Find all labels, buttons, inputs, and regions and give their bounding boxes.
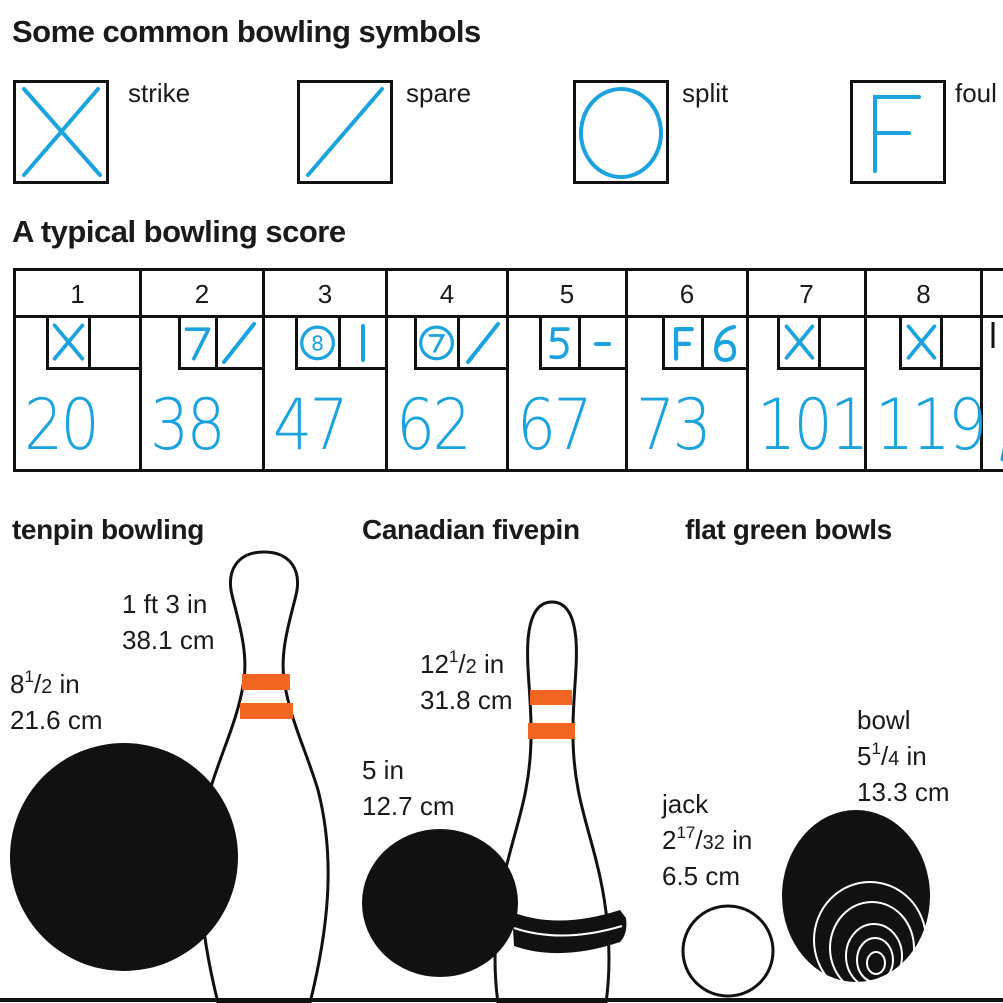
frame-1: 1 20: [16, 271, 142, 469]
spare-slash-icon: [297, 80, 393, 184]
jack-cm: 6.5 cm: [662, 861, 741, 891]
frame-total: 47: [273, 384, 349, 466]
ball-box: [983, 318, 1003, 370]
tenpin-ball: [10, 743, 238, 971]
ball-box: [341, 318, 385, 370]
score-heading: A typical bowling score: [12, 214, 346, 249]
ball-box: [704, 318, 746, 370]
bowl-label: bowl: [857, 705, 911, 735]
ball-box: [460, 318, 506, 370]
frame-number: 3: [265, 271, 385, 318]
strike-label: strike: [128, 78, 191, 108]
flat-green-bowl: [782, 810, 930, 999]
ball-box: [777, 318, 821, 370]
frame-number: 4: [388, 271, 506, 318]
frame-total: 38: [150, 384, 226, 466]
frame-number: 6: [628, 271, 746, 318]
fivepin-ball: [362, 829, 518, 977]
ball-box: [46, 318, 91, 370]
tenpin-pin-cm: 38.1 cm: [122, 625, 215, 655]
frame-total: 101: [757, 384, 869, 466]
fivepin-title: Canadian fivepin: [362, 514, 580, 545]
frame-6: 6 73: [628, 271, 749, 469]
fivepin-pin-size: 121/2 in 31.8 cm: [420, 646, 513, 718]
spare-label: spare: [406, 78, 472, 108]
tenpin-ball-inches: 81/2 in: [10, 667, 80, 699]
tenpin-title: tenpin bowling: [12, 514, 204, 545]
frame-number: [983, 271, 1003, 318]
symbols-heading: Some common bowling symbols: [12, 14, 481, 49]
ball-box: 8: [295, 318, 341, 370]
frame-number: 7: [749, 271, 864, 318]
scorecard: 1 20 2 38 3 8 47 4: [13, 268, 1003, 472]
tenpin-pin: [198, 550, 330, 1003]
ball-box: [899, 318, 943, 370]
ball-box: [414, 318, 460, 370]
fivepin-ball-cm: 12.7 cm: [362, 791, 455, 821]
bowls-title: flat green bowls: [685, 514, 892, 545]
frame-total: 67: [517, 384, 593, 466]
fivepin-pin-cm: 31.8 cm: [420, 685, 513, 715]
split-label: split: [682, 78, 729, 108]
frame-4: 4 62: [388, 271, 509, 469]
frame-5: 5 67: [509, 271, 628, 469]
frame-total: 20: [24, 384, 100, 466]
jack-size: jack 217/32 in 6.5 cm: [662, 786, 752, 894]
frame-total: 73: [636, 384, 712, 466]
frame-total: 62: [396, 384, 472, 466]
ball-box: [539, 318, 581, 370]
jack-label: jack: [662, 789, 709, 819]
frame-number: 5: [509, 271, 625, 318]
ball-box: [581, 318, 625, 370]
ball-box: [943, 318, 980, 370]
frame-number: 1: [16, 271, 139, 318]
ball-box: [178, 318, 218, 370]
ball-box: [218, 318, 262, 370]
frame-2: 2 38: [142, 271, 265, 469]
foul-label: foul: [955, 78, 997, 108]
frame-3: 3 8 47: [265, 271, 388, 469]
fivepin-pin-inches: 121/2 in: [420, 647, 505, 679]
frame-number: 8: [867, 271, 980, 318]
bowl-cm: 13.3 cm: [857, 777, 950, 807]
bowl-inches: 51/4 in: [857, 739, 927, 771]
frame-number: 2: [142, 271, 262, 318]
frame-8: 8 119: [867, 271, 987, 469]
fivepin-ball-inches: 5 in: [362, 755, 404, 785]
tenpin-ball-cm: 21.6 cm: [10, 705, 103, 735]
bowl-size: bowl 51/4 in 13.3 cm: [857, 702, 950, 810]
tenpin-pin-inches: 1 ft 3 in: [122, 589, 208, 619]
split-circle-icon: [573, 80, 669, 184]
foul-f-icon: [850, 80, 946, 184]
fivepin-ball-size: 5 in 12.7 cm: [362, 752, 455, 824]
jack-ball: [681, 904, 775, 998]
tenpin-pin-size: 1 ft 3 in 38.1 cm: [122, 586, 215, 658]
frame-7: 7 101: [749, 271, 869, 469]
ball-box: [821, 318, 864, 370]
strike-x-icon: [13, 80, 109, 184]
fivepin-pin: [493, 600, 627, 1003]
ball-box: [662, 318, 704, 370]
frame-9-partial: [983, 271, 1003, 469]
ball-box: [91, 318, 139, 370]
svg-text:8: 8: [311, 331, 324, 355]
jack-inches: 217/32 in: [662, 823, 753, 855]
tenpin-ball-size: 81/2 in 21.6 cm: [10, 666, 103, 738]
